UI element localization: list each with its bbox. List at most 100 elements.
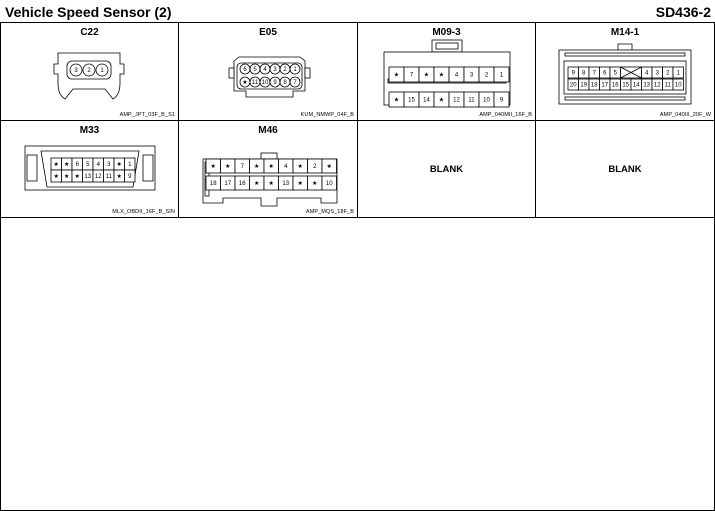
pin-number: 11 xyxy=(468,98,475,104)
pin-number: ★ xyxy=(64,173,69,180)
pin-number: 11 xyxy=(252,80,259,86)
pin-cavity xyxy=(82,63,96,77)
pin-number: ★ xyxy=(298,180,303,187)
pin-number: 1 xyxy=(677,71,681,77)
m46-latch xyxy=(260,152,278,160)
pin-number: 7 xyxy=(241,164,245,170)
pin-number: 4 xyxy=(97,162,101,168)
connector-part-number: AMP_MQS_18F_B xyxy=(305,209,354,215)
connector-part-number: AMP_040MII_16F_B xyxy=(479,112,532,118)
pin-number: 5 xyxy=(86,162,90,168)
pin-number: ★ xyxy=(312,180,317,187)
pin-number: 18 xyxy=(591,83,598,89)
pin-number: ★ xyxy=(327,163,332,170)
pin-cavity xyxy=(321,158,337,174)
pin-number: 9 xyxy=(500,98,504,104)
connector-part-number: AMP_JPT_03F_B_S1 xyxy=(119,112,175,118)
pin-cavity xyxy=(69,63,83,77)
pin-number: 4 xyxy=(284,164,288,170)
pin-number: 2 xyxy=(666,71,670,77)
pin-cavity xyxy=(493,91,510,108)
pin-cavity xyxy=(321,175,337,191)
pin-number: 15 xyxy=(408,98,415,104)
pin-number: 1 xyxy=(500,73,504,79)
m14-1-inner xyxy=(563,60,687,95)
pin-number: 7 xyxy=(593,71,597,77)
pin-number: ★ xyxy=(54,161,59,168)
blank-label: BLANK xyxy=(429,164,464,175)
pin-cavity xyxy=(124,169,136,183)
connector-name: M33 xyxy=(79,125,100,136)
pin-number: 9 xyxy=(572,71,576,77)
pin-number: 7 xyxy=(410,73,414,79)
pin-number: 17 xyxy=(224,181,231,187)
pin-number: ★ xyxy=(211,163,216,170)
pin-number: 5 xyxy=(614,71,618,77)
pin-number: 13 xyxy=(643,83,650,89)
pin-number: 11 xyxy=(106,174,113,180)
pin-number: 6 xyxy=(603,71,607,77)
pin-number: 3 xyxy=(74,68,78,74)
connector-c22-drawing: 3 2 1 xyxy=(53,52,125,100)
pin-number: ★ xyxy=(269,163,274,170)
connector-name: C22 xyxy=(80,27,99,38)
pin-number: 17 xyxy=(601,83,608,89)
pin-number: ★ xyxy=(394,72,399,79)
pin-number: ★ xyxy=(54,173,59,180)
e05-lock xyxy=(228,67,235,79)
m33-flange xyxy=(26,154,38,182)
blank-label: BLANK xyxy=(608,164,642,175)
m09-3-latch-inner xyxy=(435,42,459,50)
pin-number: ★ xyxy=(439,72,444,79)
pin-number: 15 xyxy=(622,83,629,89)
pin-number: 4 xyxy=(645,71,649,77)
pin-number: 13 xyxy=(282,181,289,187)
pin-number: 9 xyxy=(128,174,132,180)
pin-number: 8 xyxy=(582,71,586,77)
pin-number: 12 xyxy=(95,174,102,180)
pin-number: 1 xyxy=(100,68,104,74)
pin-number: 5 xyxy=(253,67,257,73)
connector-name: E05 xyxy=(259,27,277,38)
pin-number: ★ xyxy=(225,163,230,170)
m14-1-top-rail xyxy=(564,52,686,57)
pin-number: ★ xyxy=(254,163,259,170)
pin-number: 12 xyxy=(654,83,661,89)
pin-number: 3 xyxy=(470,73,474,79)
pin-number: 6 xyxy=(76,162,80,168)
pin-number: ★ xyxy=(75,173,80,180)
pin-number: 3 xyxy=(656,71,660,77)
page-title: Vehicle Speed Sensor (2) xyxy=(5,4,172,20)
pin-number: 10 xyxy=(483,98,490,104)
pin-number: 1 xyxy=(128,162,132,168)
diagram-code: SD436-2 xyxy=(655,4,711,20)
m14-1-bottom-rail xyxy=(564,96,686,101)
pin-number: 10 xyxy=(326,181,333,187)
pin-number: 13 xyxy=(84,174,91,180)
pin-number: 16 xyxy=(239,181,246,187)
pin-number: 2 xyxy=(87,68,91,74)
pin-number: 9 xyxy=(273,80,277,86)
pin-number: 6 xyxy=(243,67,247,73)
pin-number: ★ xyxy=(439,97,444,104)
pin-cavity xyxy=(289,63,301,75)
pin-number: 7 xyxy=(293,80,297,86)
connector-name: M09-3 xyxy=(432,27,461,38)
pin-number: 1 xyxy=(293,67,297,73)
pin-number: 14 xyxy=(423,98,430,104)
pin-number: 10 xyxy=(675,83,682,89)
pin-number: ★ xyxy=(117,173,122,180)
pin-number: 2 xyxy=(485,73,489,79)
pin-number: 10 xyxy=(262,80,269,86)
